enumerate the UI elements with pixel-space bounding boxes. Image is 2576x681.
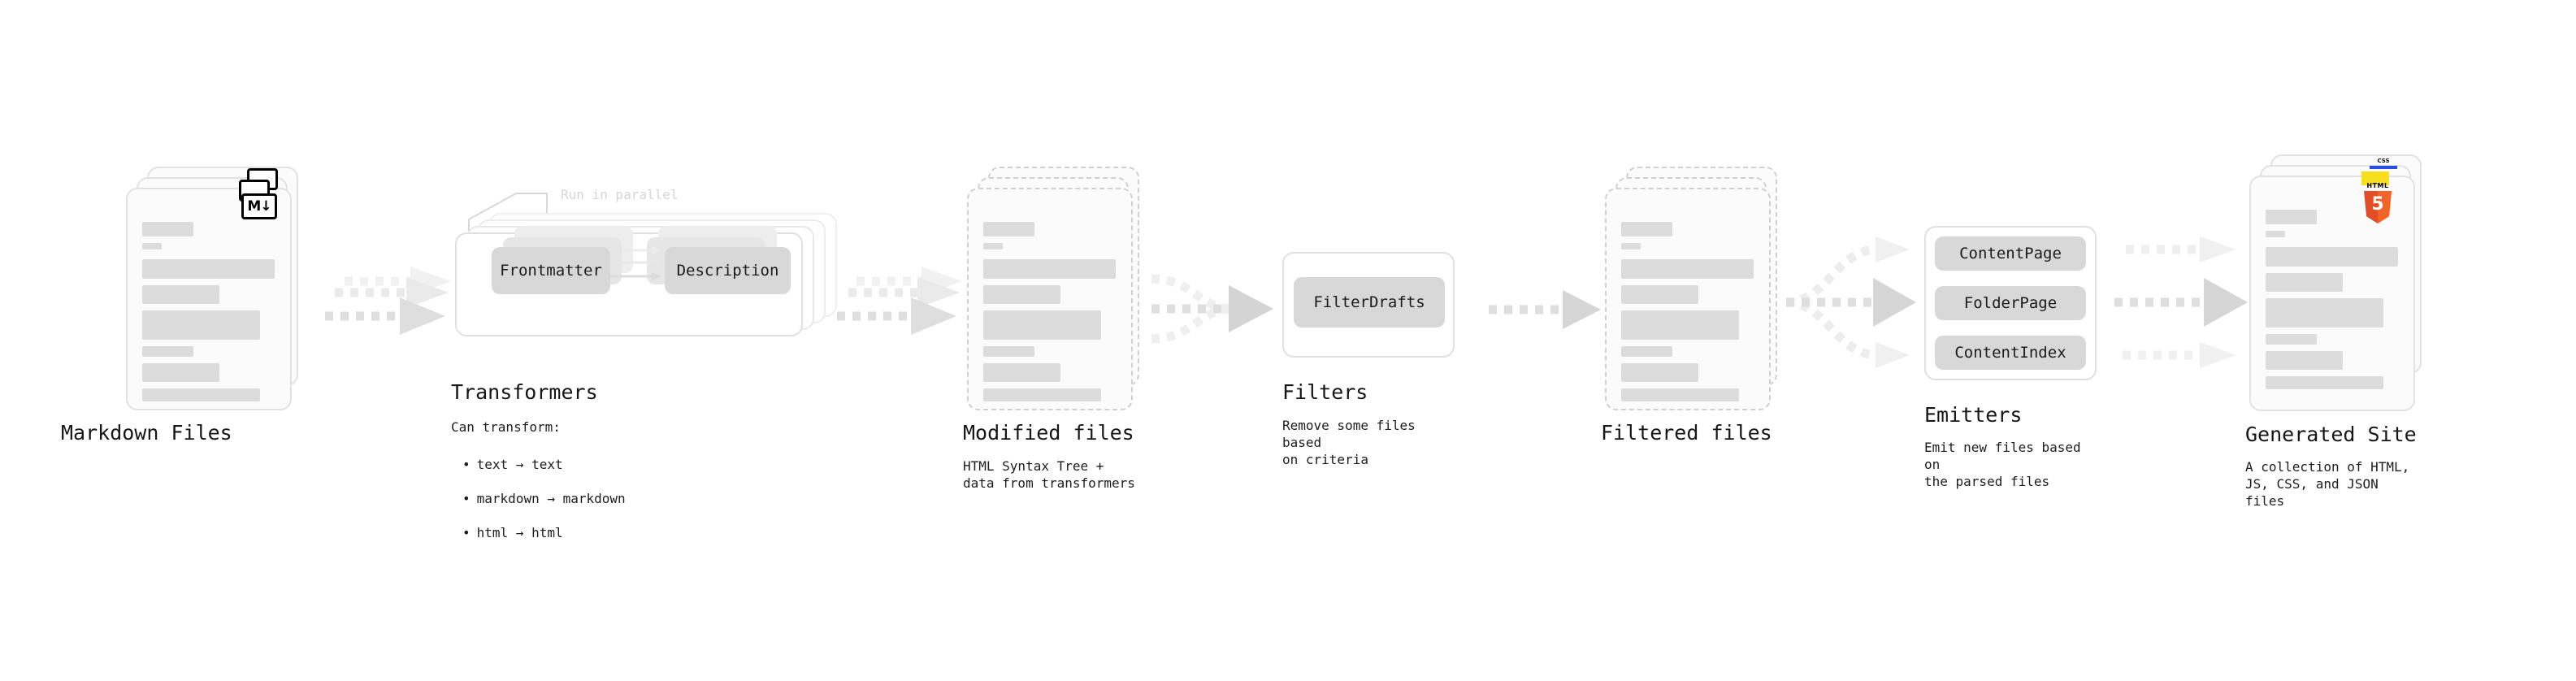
- content-bar: [983, 243, 1003, 249]
- generated-site-stack: CSS HTML 5: [2249, 154, 2422, 414]
- content-bar: [2266, 376, 2383, 389]
- stage-title-markdown-files: Markdown Files: [61, 421, 232, 445]
- stage-desc-generated-site: A collection of HTML, JS, CSS, and JSON …: [2245, 459, 2410, 509]
- stage-markdown-files: M↓ Markdown Files: [61, 167, 298, 445]
- capability-item: text → text: [462, 456, 626, 473]
- content-bar: [142, 259, 275, 279]
- document-card-front: [967, 188, 1133, 410]
- filter-group-stack: FilterDrafts: [1282, 252, 1455, 358]
- content-bar: [2266, 334, 2317, 345]
- document-content-bars: [142, 222, 277, 408]
- content-bar: [983, 310, 1101, 340]
- filtered-file-stack: [1605, 167, 1777, 410]
- content-bar: [2266, 210, 2317, 224]
- stage-desc-modified-files: HTML Syntax Tree + data from transformer…: [963, 458, 1135, 491]
- content-bar: [2266, 247, 2398, 267]
- content-bar: [983, 285, 1060, 304]
- transformer-inner-arrows: [609, 246, 661, 280]
- filter-chip-filterdrafts[interactable]: FilterDrafts: [1294, 277, 1445, 327]
- content-bar: [1621, 346, 1672, 357]
- stage-title-modified-files: Modified files: [963, 421, 1134, 445]
- run-in-parallel-leader-line: [468, 193, 548, 244]
- content-bar: [142, 310, 260, 340]
- content-bar: [1621, 363, 1698, 382]
- css-badge-label: CSS: [2377, 158, 2390, 164]
- content-bar: [142, 388, 260, 401]
- stage-title-transformers: Transformers: [451, 380, 598, 404]
- stage-generated-site: CSS HTML 5 Generated Site A collection o…: [2245, 154, 2422, 509]
- stage-desc-emitters: Emit new files based on the parsed files: [1924, 440, 2081, 489]
- transformer-chip-label: Description: [676, 262, 779, 280]
- stage-title-generated-site: Generated Site: [2245, 423, 2417, 446]
- content-bar: [2266, 231, 2285, 237]
- stage-filtered-files: Filtered files: [1601, 167, 1777, 445]
- capability-item: html → html: [462, 524, 626, 541]
- content-bar: [1621, 285, 1698, 304]
- connector-filters-to-filtered: [1487, 284, 1605, 335]
- document-content-bars: [2266, 210, 2400, 396]
- emitter-chip-folderpage[interactable]: FolderPage: [1935, 286, 2086, 320]
- css-icon: CSS: [2370, 158, 2397, 169]
- content-bar: [983, 363, 1060, 382]
- content-bar: [1621, 388, 1739, 401]
- connector-modified-to-filters: [1134, 264, 1284, 354]
- stage-title-emitters: Emitters: [1924, 403, 2023, 427]
- emitter-chip-contentindex[interactable]: ContentIndex: [1935, 336, 2086, 370]
- stage-modified-files: Modified files HTML Syntax Tree + data f…: [963, 167, 1139, 491]
- transformer-chip-frontmatter[interactable]: Frontmatter: [492, 247, 610, 294]
- stage-title-filtered-files: Filtered files: [1601, 421, 1772, 445]
- emitter-group-stack: ContentPage FolderPage ContentIndex: [1924, 226, 2097, 380]
- document-content-bars: [983, 222, 1118, 408]
- content-bar: [983, 346, 1034, 357]
- content-bar: [142, 363, 219, 382]
- content-bar: [983, 259, 1116, 279]
- document-card-front-html: [2249, 176, 2415, 411]
- connector-transformers-to-modified: [827, 267, 969, 345]
- transformer-chip-label: Frontmatter: [500, 262, 602, 280]
- content-bar: [2266, 298, 2383, 327]
- transformer-group-stack: Frontmatter Description: [455, 195, 837, 336]
- stage-title-filters: Filters: [1282, 380, 1368, 404]
- content-bar: [983, 222, 1034, 236]
- connector-filtered-to-emitters: [1780, 232, 1930, 374]
- markdown-badge-label: M↓: [241, 193, 277, 219]
- stage-desc-filters: Remove some files based on criteria: [1282, 418, 1416, 467]
- content-bar: [1621, 222, 1672, 236]
- emitter-chip-label: ContentIndex: [1954, 344, 2066, 362]
- content-bar: [983, 388, 1101, 401]
- run-in-parallel-hint: Run in parallel: [561, 187, 679, 202]
- content-bar: [142, 285, 219, 304]
- content-bar: [1621, 259, 1754, 279]
- content-bar: [1621, 243, 1641, 249]
- js-icon: [2361, 171, 2389, 185]
- content-bar: [142, 222, 193, 236]
- filter-chip-label: FilterDrafts: [1313, 293, 1425, 311]
- css-badge-underline: [2370, 166, 2397, 169]
- connector-emitters-to-site: [2108, 232, 2258, 374]
- emitter-chip-label: FolderPage: [1963, 294, 2058, 312]
- html5-icon: HTML 5: [2364, 182, 2392, 223]
- markdown-icon-front: M↓: [241, 193, 277, 219]
- content-bar: [2266, 351, 2343, 370]
- stage-filters: FilterDrafts Filters Remove some files b…: [1282, 252, 1455, 467]
- content-bar: [142, 346, 193, 357]
- transformer-chip-description[interactable]: Description: [665, 247, 791, 294]
- content-bar: [1621, 310, 1739, 340]
- stage-transformers: Run in parallel: [451, 187, 837, 540]
- capability-item: markdown → markdown: [462, 490, 626, 507]
- connector-markdown-to-transformers: [309, 267, 459, 345]
- content-bar: [142, 243, 162, 249]
- document-card-front: [126, 188, 292, 410]
- emitter-chip-label: ContentPage: [1959, 245, 2062, 262]
- markdown-file-stack: M↓: [126, 167, 298, 410]
- content-bar: [2266, 273, 2343, 292]
- document-content-bars: [1621, 222, 1756, 408]
- modified-file-stack: [967, 167, 1139, 410]
- stage-desc-transformers: Can transform:: [451, 419, 561, 435]
- transformers-capability-list: text → text markdown → markdown html → h…: [451, 439, 626, 558]
- emitter-chip-contentpage[interactable]: ContentPage: [1935, 236, 2086, 271]
- stage-emitters: ContentPage FolderPage ContentIndex Emit…: [1924, 226, 2097, 489]
- document-card-front: [1605, 188, 1771, 410]
